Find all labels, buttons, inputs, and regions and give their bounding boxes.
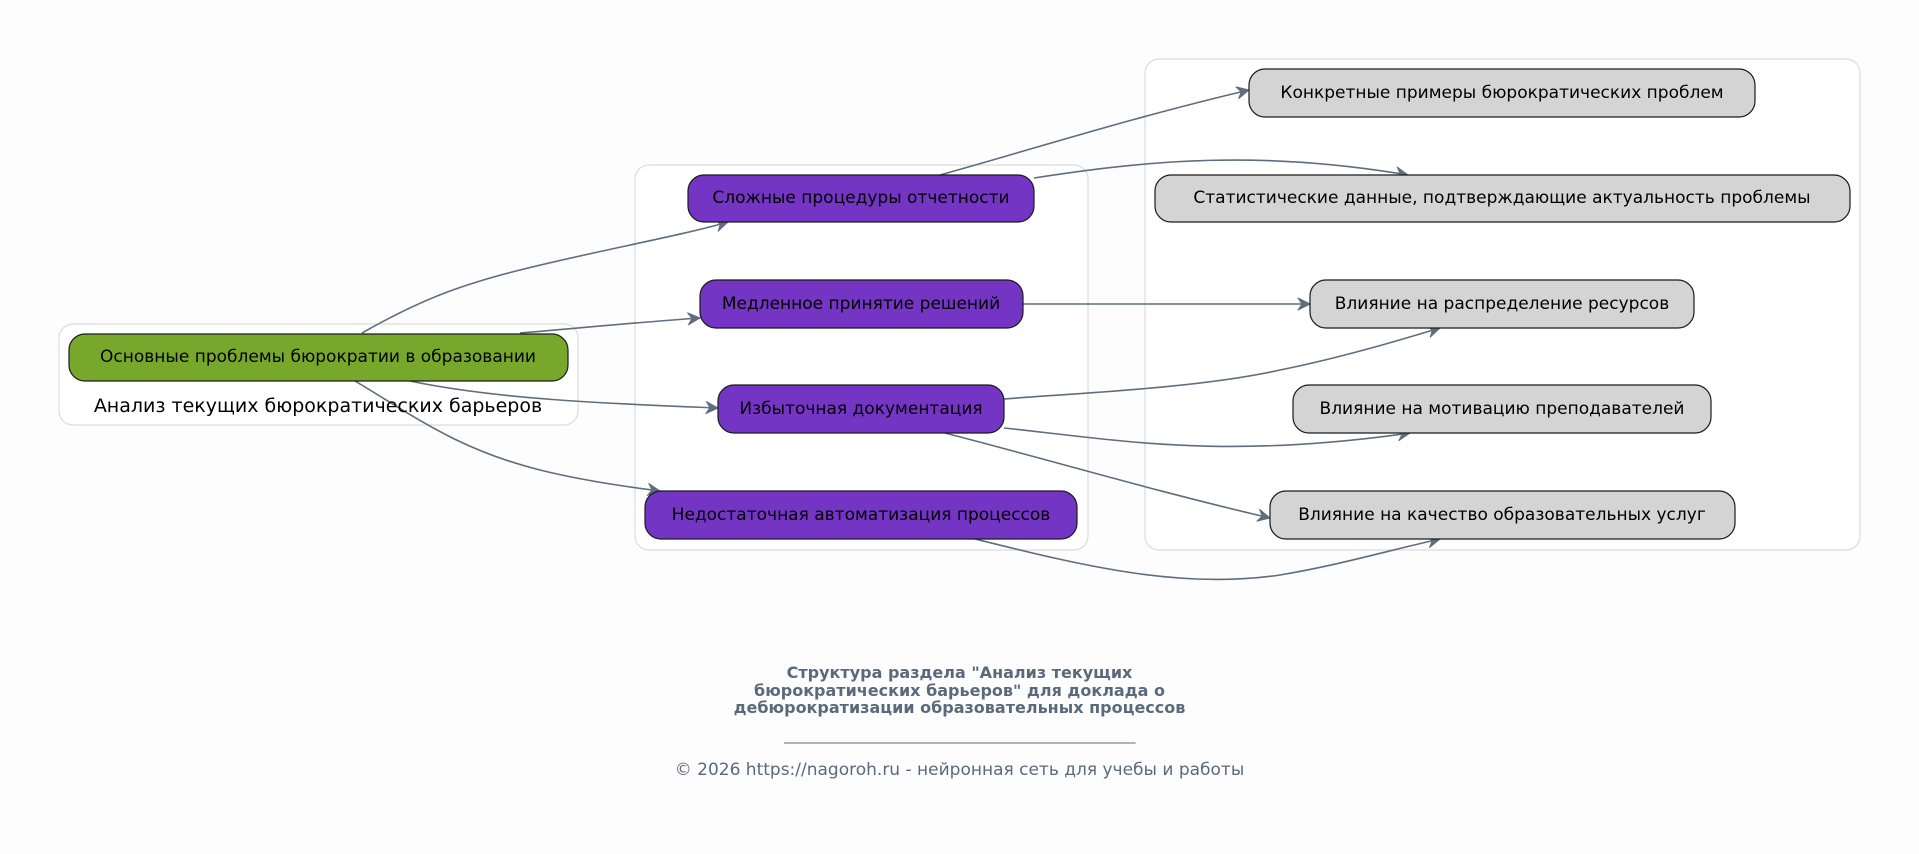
node-reporting[interactable]: Сложные процедуры отчетности	[687, 174, 1035, 223]
node-docs-label: Избыточная документация	[739, 399, 982, 419]
node-stats-label: Статистические данные, подтверждающие ак…	[1193, 188, 1810, 208]
diagram-caption-title: Структура раздела "Анализ текущих бюрокр…	[0, 664, 1919, 717]
node-root-label: Основные проблемы бюрократии в образован…	[100, 347, 536, 367]
copyright-text: © 2026 https://nagoroh.ru - нейронная се…	[674, 760, 1245, 780]
node-automation-label: Недостаточная автоматизация процессов	[672, 505, 1051, 525]
node-quality-label: Влияние на качество образовательных услу…	[1298, 505, 1706, 525]
caption-title-line-3: дебюрократизации образовательных процесс…	[733, 698, 1186, 717]
edge-root-to-decisions	[519, 312, 701, 334]
edge-root-to-reporting	[361, 219, 729, 334]
node-examples-label: Конкретные примеры бюрократических пробл…	[1280, 83, 1723, 103]
node-root[interactable]: Основные проблемы бюрократии в образован…	[68, 333, 569, 382]
node-resources[interactable]: Влияние на распределение ресурсов	[1309, 279, 1695, 329]
node-reporting-label: Сложные процедуры отчетности	[712, 188, 1009, 208]
edge-reporting-to-examples	[939, 86, 1250, 176]
node-stats[interactable]: Статистические данные, подтверждающие ак…	[1154, 174, 1851, 223]
node-automation[interactable]: Недостаточная автоматизация процессов	[644, 490, 1078, 540]
cluster-root-label: Анализ текущих бюрократических барьеров	[94, 395, 542, 417]
node-decisions[interactable]: Медленное принятие решений	[699, 279, 1024, 329]
node-motivation-label: Влияние на мотивацию преподавателей	[1320, 399, 1685, 419]
edge-docs-to-motivation	[1003, 427, 1411, 448]
node-resources-label: Влияние на распределение ресурсов	[1335, 294, 1669, 314]
node-decisions-label: Медленное принятие решений	[722, 294, 1000, 314]
caption-title-line-2: бюрократических барьеров" для доклада о	[754, 680, 1165, 700]
edge-root-to-automation	[354, 380, 661, 496]
node-quality[interactable]: Влияние на качество образовательных услу…	[1269, 490, 1736, 540]
edge-root-to-docs	[409, 380, 719, 415]
cluster-problems	[634, 164, 1089, 551]
edges	[354, 86, 1441, 581]
edge-docs-to-quality	[944, 432, 1271, 522]
node-motivation[interactable]: Влияние на мотивацию преподавателей	[1292, 384, 1712, 434]
caption-divider: ________________________________________…	[784, 728, 1136, 744]
edge-docs-to-resources	[1003, 325, 1441, 400]
edge-automation-to-quality	[974, 535, 1441, 581]
edge-reporting-to-stats	[1033, 159, 1409, 180]
node-docs[interactable]: Избыточная документация	[717, 384, 1005, 434]
caption-title-line-1: Структура раздела "Анализ текущих	[786, 663, 1133, 682]
node-examples[interactable]: Конкретные примеры бюрократических пробл…	[1248, 68, 1756, 118]
